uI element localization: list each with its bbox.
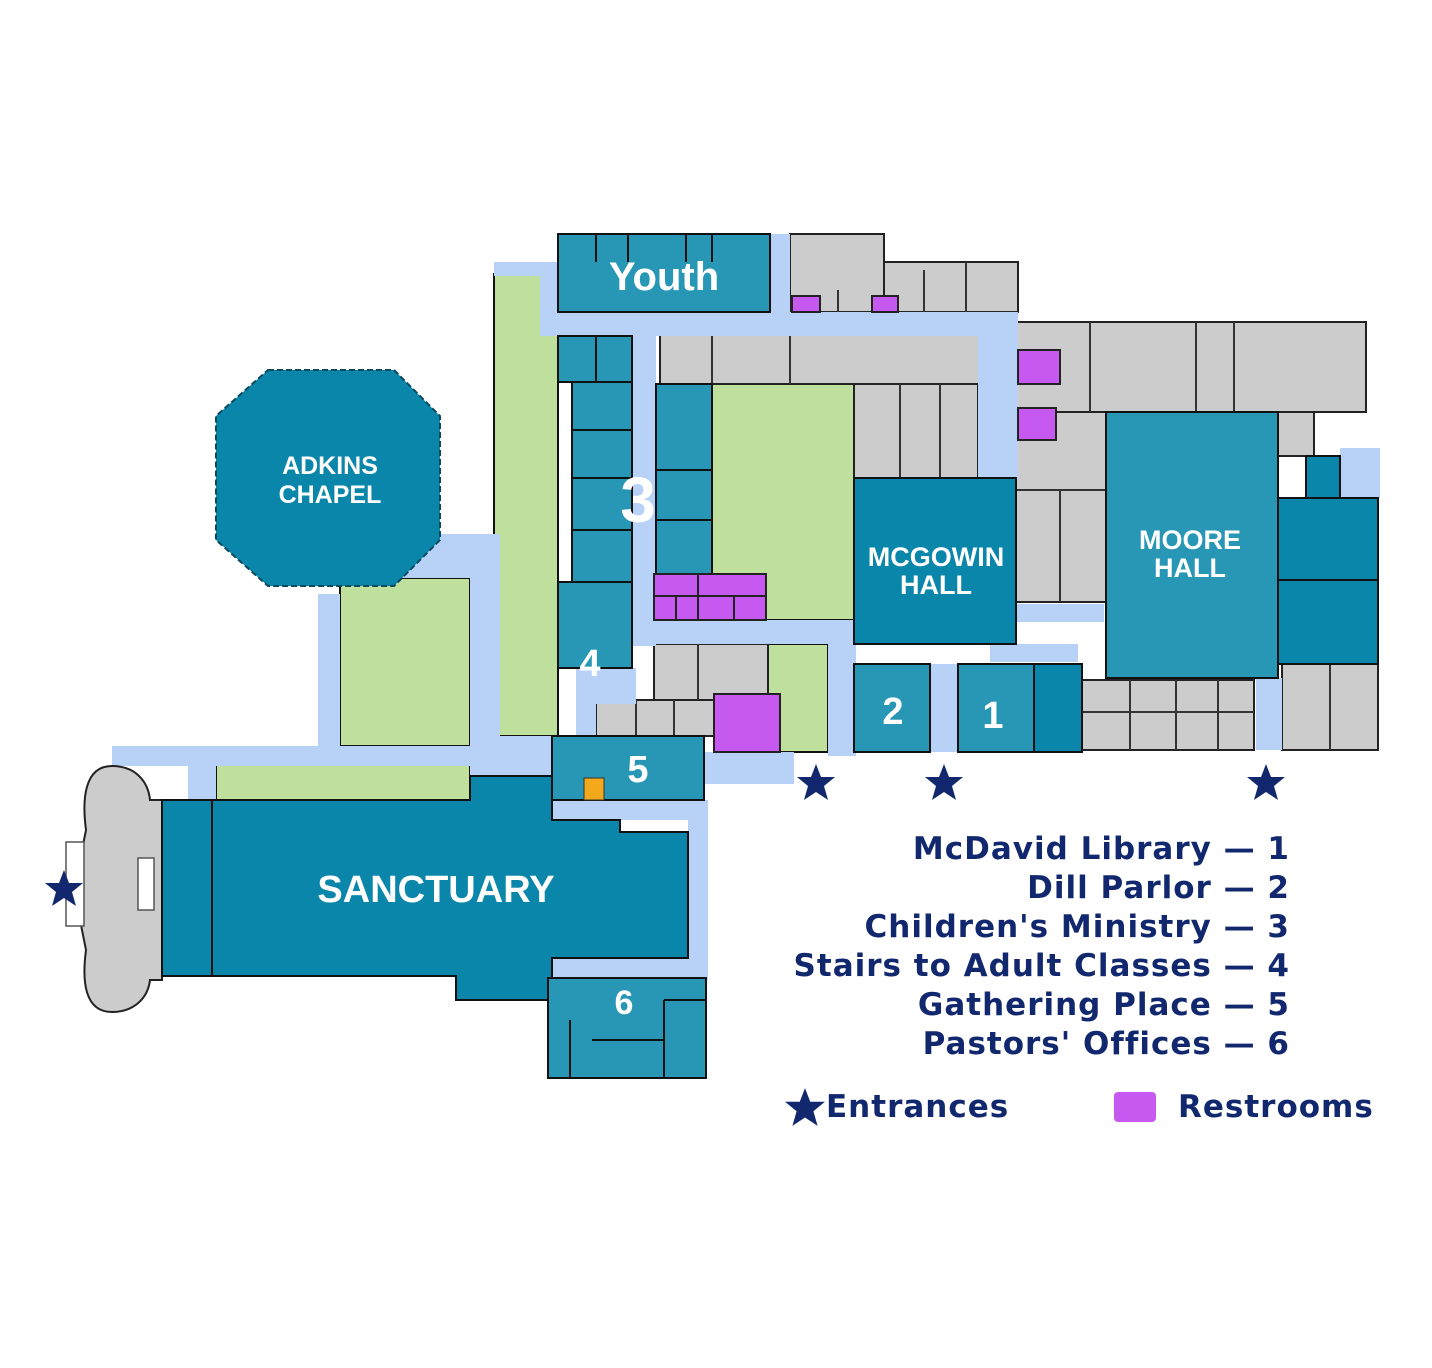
adkins-chapel: [215, 369, 441, 587]
mcdavid-library: [957, 663, 1035, 753]
adkins-chapel-label-1: ADKINS: [282, 452, 378, 480]
green-strip-south: [215, 763, 471, 801]
room-east-of-library: [1033, 663, 1083, 753]
sanctuary-narthex: [65, 764, 163, 1014]
youth-walls: [595, 234, 713, 262]
legend-item-6: Pastors' Offices — 6: [922, 1026, 1290, 1062]
legend-item-3: Children's Ministry — 3: [864, 909, 1290, 945]
legend-entrances: Entrances: [784, 1084, 1009, 1130]
mcgowin-hall-label-1: MCGOWIN: [868, 542, 1004, 572]
dill-parlor: [853, 663, 931, 753]
restroom-swatch: [1114, 1092, 1156, 1122]
legend-item-5: Gathering Place — 5: [917, 987, 1290, 1023]
number-4-label: 4: [579, 643, 600, 685]
mcgowin-hall: [853, 477, 1017, 645]
moore-hall: [1105, 411, 1279, 679]
entrances-label: Entrances: [826, 1089, 1010, 1125]
gray-rooms: [563, 233, 1379, 951]
east-wing-top: [1305, 455, 1341, 499]
sanctuary-vestibule: [161, 799, 213, 977]
moore-hall-label-1: MOORE: [1139, 525, 1241, 555]
pastors-walls: [569, 999, 706, 1078]
entrance-star-icon-east: [1247, 764, 1285, 800]
gathering-place: [551, 735, 705, 801]
childrens-ministry-rooms: [557, 335, 713, 669]
restrooms-other: [713, 295, 1061, 753]
star-icon: [785, 1088, 825, 1126]
entrance-star-icon-library: [925, 764, 963, 800]
youth-label: Youth: [609, 255, 719, 299]
childrens-walls: [572, 336, 712, 531]
number-1-label: 1: [982, 695, 1003, 737]
mcgowin-hall-label-2: HALL: [900, 570, 972, 600]
green-strip-west: [493, 273, 559, 737]
restroom-center-walls: [654, 574, 766, 620]
entrance-star-icon-courtyard: [797, 764, 835, 800]
sanctuary-label: SANCTUARY: [317, 869, 554, 911]
adkins-chapel-label-2: CHAPEL: [279, 481, 382, 509]
gray-room-walls: [635, 262, 1331, 750]
moore-hall-label-2: HALL: [1154, 553, 1226, 583]
pastors-offices: [547, 977, 707, 1079]
number-3-label: 3: [620, 464, 656, 536]
hallways: [112, 234, 1380, 980]
restrooms-label: Restrooms: [1178, 1089, 1374, 1125]
elevator: [583, 777, 605, 801]
sanctuary-hall: [211, 775, 689, 1001]
green-lawn-left: [339, 577, 471, 747]
legend-item-4: Stairs to Adult Classes — 4: [793, 948, 1290, 984]
number-2-label: 2: [882, 691, 903, 733]
legend: McDavid Library — 1 Dill Parlor — 2 Chil…: [700, 830, 1290, 1064]
number-6-label: 6: [615, 984, 634, 1022]
youth-wing: [557, 233, 771, 313]
legend-item-2: Dill Parlor — 2: [1027, 870, 1290, 906]
number-5-label: 5: [627, 749, 648, 791]
legend-item-1: McDavid Library — 1: [912, 831, 1290, 867]
legend-restrooms: Restrooms: [1114, 1084, 1374, 1130]
